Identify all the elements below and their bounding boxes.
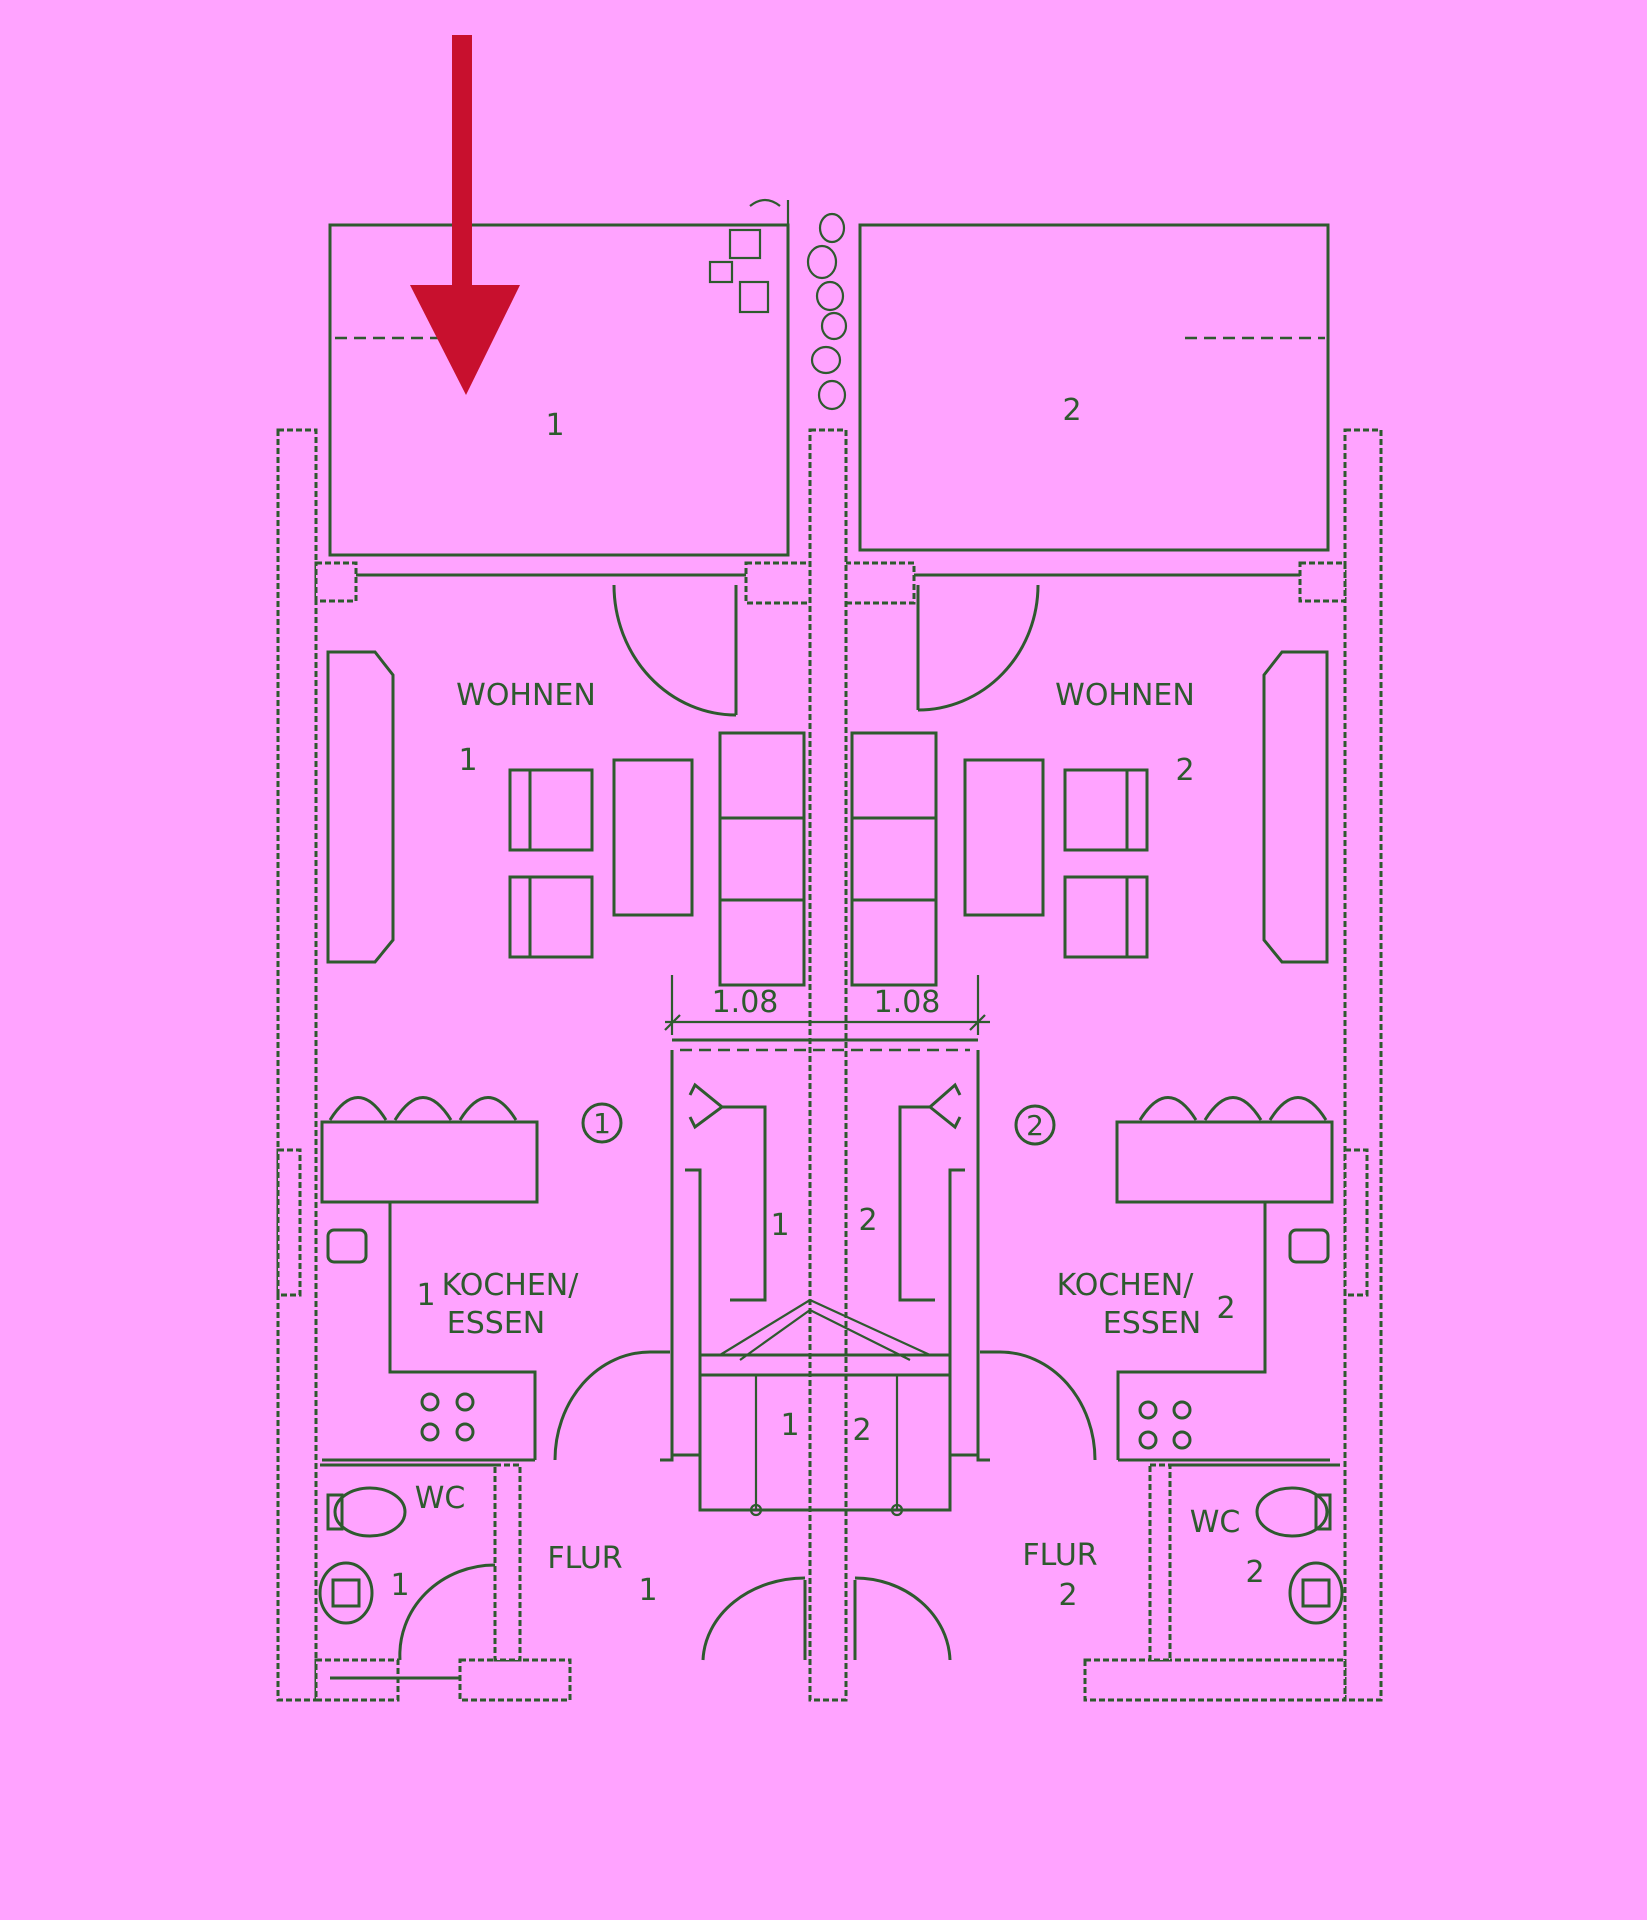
living-2-label: WOHNEN bbox=[1055, 678, 1195, 713]
kitchen-1 bbox=[320, 1096, 670, 1462]
stair bbox=[660, 1038, 990, 1517]
kitchen-1-number: 1 bbox=[416, 1278, 435, 1313]
terrace-2-number: 2 bbox=[1062, 393, 1081, 428]
terrace-2 bbox=[858, 223, 1330, 552]
stair-upper-2: 2 bbox=[858, 1203, 877, 1238]
wc-1-number: 1 bbox=[390, 1568, 409, 1603]
kitchen-1-label-line2: ESSEN bbox=[447, 1306, 545, 1341]
living-2-number: 2 bbox=[1175, 753, 1194, 788]
dimension-left: 1.08 bbox=[712, 985, 779, 1020]
kitchen-2-label-line2: ESSEN bbox=[1103, 1306, 1201, 1341]
wc-2-label: WC bbox=[1190, 1505, 1241, 1540]
terrace-1-number: 1 bbox=[545, 408, 564, 443]
unit-marker-1-text: 1 bbox=[593, 1107, 611, 1140]
hall-1-label: FLUR bbox=[547, 1541, 622, 1576]
door-living-2 bbox=[916, 584, 1040, 712]
stair-lower-2: 2 bbox=[852, 1413, 871, 1448]
kitchen-1-label-line1: KOCHEN/ bbox=[442, 1268, 580, 1303]
wc-1 bbox=[318, 1463, 496, 1661]
furniture-living-2 bbox=[850, 650, 1329, 987]
stair-upper-1: 1 bbox=[770, 1208, 789, 1243]
kitchen-2 bbox=[980, 1096, 1334, 1462]
living-1-label: WOHNEN bbox=[456, 678, 596, 713]
outer-walls bbox=[276, 428, 1383, 1702]
hall-doors bbox=[330, 1576, 952, 1680]
unit-marker-2-text: 2 bbox=[1026, 1109, 1044, 1142]
door-living-1 bbox=[612, 584, 738, 717]
dimension-right: 1.08 bbox=[874, 985, 941, 1020]
dimension-lines bbox=[664, 975, 990, 1035]
terrace-1 bbox=[328, 223, 790, 557]
unit-marker-1 bbox=[581, 1102, 623, 1144]
unit-marker-2 bbox=[1014, 1104, 1056, 1146]
kitchen-2-label-line1: KOCHEN/ bbox=[1057, 1268, 1195, 1303]
hall-1-number: 1 bbox=[638, 1573, 657, 1608]
wc-1-label: WC bbox=[415, 1481, 466, 1516]
hall-2-number: 2 bbox=[1058, 1578, 1077, 1613]
living-1-number: 1 bbox=[458, 743, 477, 778]
furniture-living-1 bbox=[326, 650, 806, 987]
wc-2 bbox=[1170, 1463, 1344, 1625]
down-arrow-icon bbox=[410, 35, 520, 395]
kitchen-2-number: 2 bbox=[1216, 1291, 1235, 1326]
hall-2-label: FLUR bbox=[1022, 1538, 1097, 1573]
stair-lower-1: 1 bbox=[780, 1408, 799, 1443]
plants bbox=[708, 198, 848, 420]
wc-2-number: 2 bbox=[1245, 1555, 1264, 1590]
